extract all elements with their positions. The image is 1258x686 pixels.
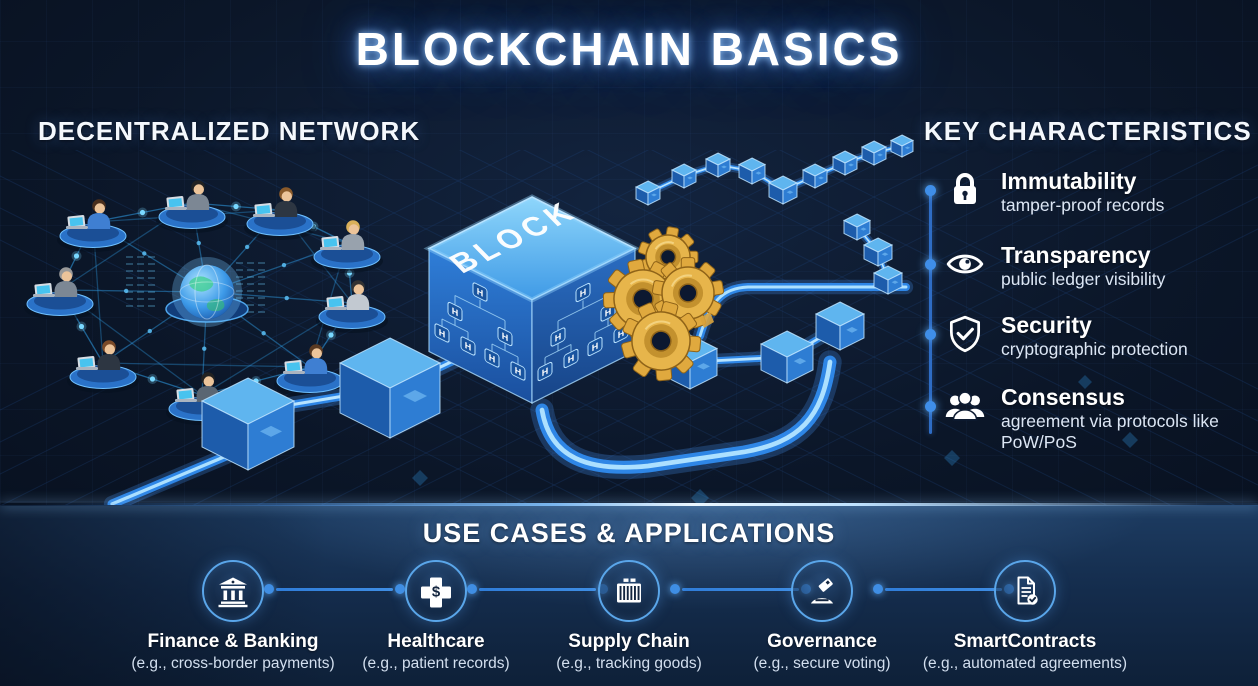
svg-text:H: H xyxy=(605,306,612,320)
usecase-connector xyxy=(264,584,405,594)
characteristic-description: public ledger visibility xyxy=(1001,269,1166,289)
characteristic-title: Consensus xyxy=(1001,384,1125,410)
usecase-example: (e.g., patient records) xyxy=(362,655,510,672)
cargo-container-icon xyxy=(617,578,641,603)
users-icon xyxy=(943,384,987,428)
timeline-dot xyxy=(924,184,936,196)
use-cases-band: USE CASES & APPLICATIONS Finance & Banki… xyxy=(0,503,1258,686)
svg-text:H: H xyxy=(452,306,459,320)
timeline-line xyxy=(929,190,932,434)
usecase-item: Finance & Banking (e.g., cross-border pa… xyxy=(118,560,348,673)
section-heading-network: DECENTRALIZED NETWORK xyxy=(38,116,421,146)
usecase-circle xyxy=(598,560,660,622)
usecase-example: (e.g., cross-border payments) xyxy=(131,655,335,672)
code-streams xyxy=(126,256,265,313)
timeline-dot xyxy=(924,328,936,340)
svg-text:$: $ xyxy=(432,584,441,601)
usecase-item: SmartContracts (e.g., automated agreemen… xyxy=(910,560,1140,673)
gears xyxy=(602,226,725,382)
characteristic-title: Security xyxy=(1001,312,1092,338)
svg-text:H: H xyxy=(555,331,562,345)
svg-text:H: H xyxy=(439,327,446,341)
decentralized-network-illustration xyxy=(24,180,388,425)
usecase-circle xyxy=(202,560,264,622)
bank-icon xyxy=(218,577,248,608)
timeline-dot xyxy=(924,400,936,412)
characteristic-item: Security cryptographic protection xyxy=(943,312,1188,360)
timeline-dot xyxy=(924,258,936,270)
band-divider xyxy=(0,503,1258,506)
usecase-title: SmartContracts xyxy=(953,631,1097,652)
svg-text:H: H xyxy=(568,353,575,367)
usecase-circle xyxy=(791,560,853,622)
usecase-circle: $ xyxy=(405,560,467,622)
usecase-title: Governance xyxy=(767,631,877,652)
usecase-title: Supply Chain xyxy=(568,631,690,652)
usecase-example: (e.g., automated agreements) xyxy=(922,655,1128,672)
usecase-example: (e.g., secure voting) xyxy=(753,655,891,672)
usecase-title: Healthcare xyxy=(387,631,485,652)
ballot-box-icon xyxy=(811,578,833,604)
usecase-example: (e.g., tracking goods) xyxy=(556,655,702,672)
characteristic-description: agreement via protocols like PoW/PoS xyxy=(1001,411,1219,452)
usecase-title: Finance & Banking xyxy=(147,631,319,652)
characteristic-description: tamper-proof records xyxy=(1001,195,1165,215)
svg-text:H: H xyxy=(465,340,472,354)
page-title: BLOCKCHAIN BASICS xyxy=(355,23,903,75)
characteristic-description: cryptographic protection xyxy=(1001,339,1188,359)
svg-text:H: H xyxy=(477,286,484,300)
svg-text:H: H xyxy=(542,366,549,380)
usecase-circle xyxy=(994,560,1056,622)
usecase-item: Supply Chain (e.g., tracking goods) xyxy=(514,560,744,673)
eye-icon xyxy=(943,242,987,286)
svg-text:H: H xyxy=(580,287,587,301)
use-cases-heading: USE CASES & APPLICATIONS xyxy=(422,518,836,548)
block-chains xyxy=(200,134,915,471)
characteristic-title: Immutability xyxy=(1001,168,1137,194)
svg-text:H: H xyxy=(502,331,509,345)
characteristic-title: Transparency xyxy=(1001,242,1151,268)
svg-text:H: H xyxy=(592,341,599,355)
characteristic-item: Immutability tamper-proof records xyxy=(943,168,1164,216)
lock-icon xyxy=(943,168,987,212)
key-characteristics-panel: Immutability tamper-proof records Transp… xyxy=(903,160,1258,460)
svg-text:H: H xyxy=(489,352,496,366)
characteristic-item: Consensus agreement via protocols like P… xyxy=(943,384,1233,453)
globe xyxy=(165,257,249,327)
svg-text:H: H xyxy=(515,365,522,379)
characteristic-item: Transparency public ledger visibility xyxy=(943,242,1165,290)
medical-cross-icon: $ xyxy=(421,577,451,608)
svg-text:H: H xyxy=(618,328,625,342)
usecase-item: $ Healthcare (e.g., patient records) xyxy=(321,560,551,673)
shield-check-icon xyxy=(943,312,987,356)
usecase-item: Governance (e.g., secure voting) xyxy=(707,560,937,673)
section-heading-characteristics: KEY CHARACTERISTICS xyxy=(924,116,1252,146)
document-check-icon xyxy=(1017,576,1038,605)
